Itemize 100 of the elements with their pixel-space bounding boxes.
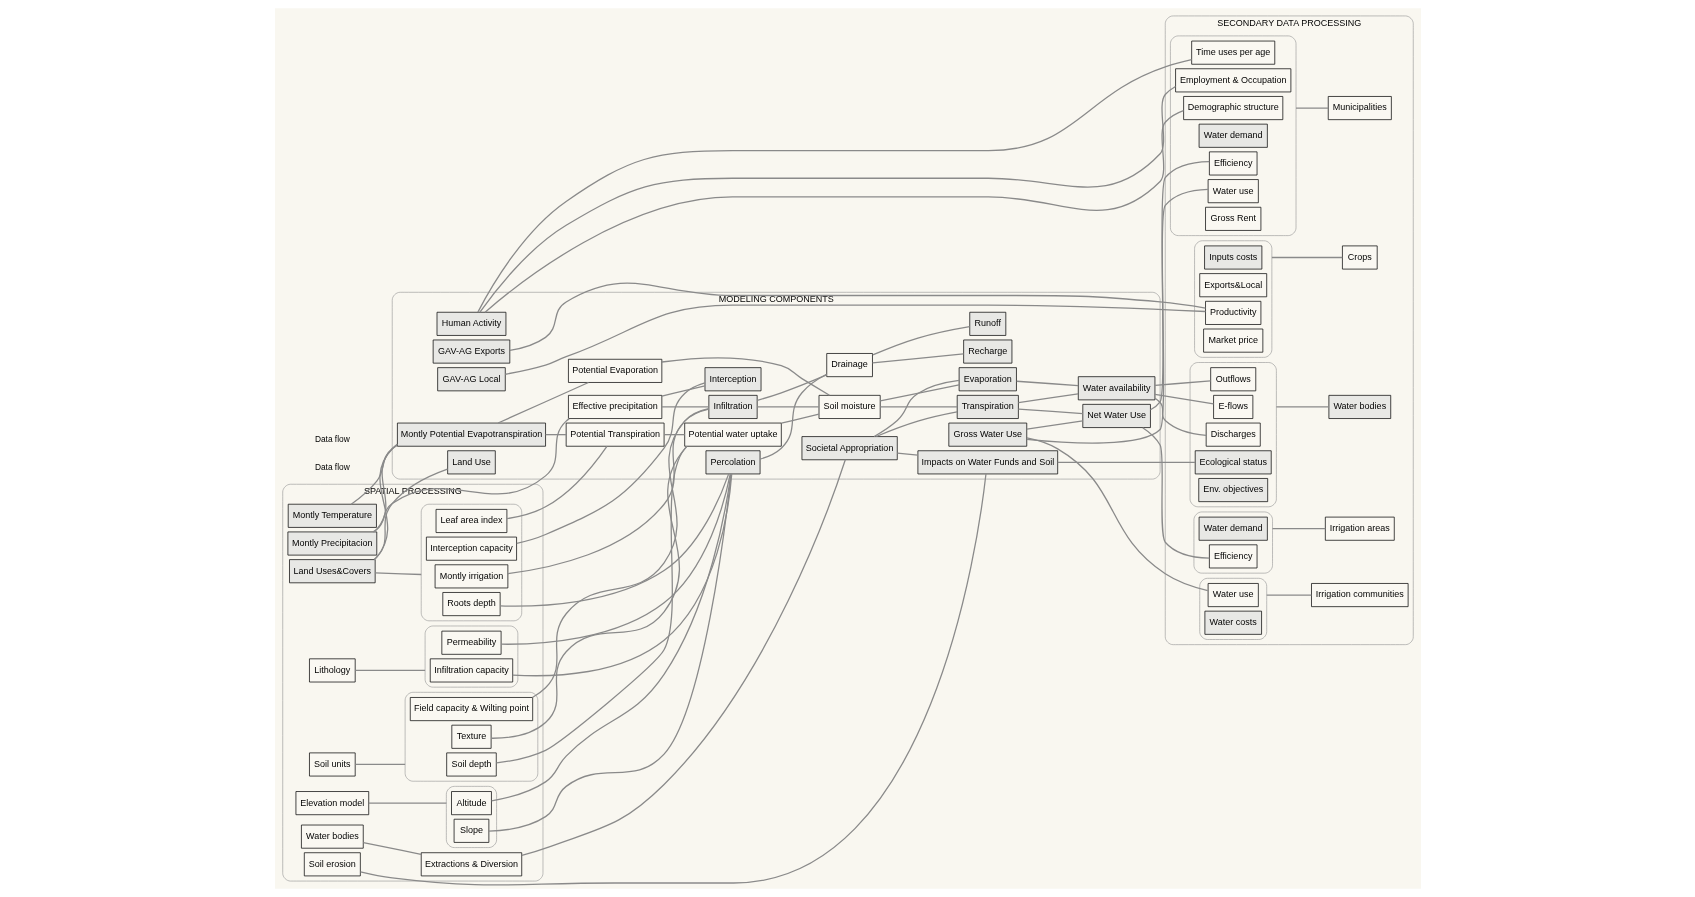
node-box: Water costs [1204, 610, 1262, 635]
connector [780, 413, 820, 424]
node-box: Productivity [1204, 300, 1261, 325]
node-box: Env. objectives [1197, 478, 1268, 503]
cluster [424, 625, 518, 688]
node-box: Interception capacity [425, 536, 517, 561]
node-box: Extractions & Diversion [420, 852, 522, 877]
node-box: Water bodies [300, 824, 364, 849]
cluster [420, 503, 522, 622]
connector [1017, 408, 1083, 415]
node-box: Evaporation [958, 367, 1017, 392]
connector [871, 325, 970, 356]
connector [1275, 406, 1329, 408]
node-box: Field capacity & Wilting point [409, 697, 533, 722]
node-box: Water availability [1077, 376, 1155, 401]
label: Data flow [314, 433, 350, 444]
connector [879, 384, 960, 402]
node-box: Employment & Occupation [1174, 68, 1291, 93]
node-box: Crops [1341, 245, 1378, 270]
connector [1294, 107, 1329, 109]
node-box: Montly irrigation [434, 564, 508, 589]
node-box: Soil moisture [818, 394, 881, 419]
node-box: GAV-AG Local [436, 367, 506, 392]
cluster [1169, 35, 1296, 236]
node-box: Potential water uptake [683, 422, 782, 447]
node-box: E-flows [1212, 394, 1253, 419]
connector [663, 434, 685, 436]
connector [367, 802, 447, 804]
connector [1265, 594, 1312, 596]
node-box: Potential Transpiration [565, 422, 664, 447]
cluster [1198, 577, 1267, 640]
node-box: Soil units [308, 752, 356, 777]
connector [660, 385, 706, 397]
connector [511, 473, 732, 677]
node-box: Infiltration [707, 394, 758, 419]
node-box: Irrigation areas [1324, 516, 1395, 541]
node-box: Inputs costs [1203, 245, 1262, 270]
node-box: Land Use [446, 450, 496, 475]
connector [354, 763, 406, 766]
node-box: Recharge [962, 339, 1012, 364]
node-box: Ecological status [1194, 450, 1272, 475]
node-box: Water demand [1198, 123, 1268, 148]
node-box: Percolation [705, 450, 760, 475]
connector [500, 473, 731, 645]
node-box: Texture [450, 724, 491, 749]
connector [374, 572, 422, 576]
connector [756, 406, 819, 408]
connector [350, 444, 398, 505]
node-box: Human Activity [436, 311, 506, 336]
node-box: Exports&Local [1198, 273, 1267, 298]
node-box: Altitude [450, 791, 492, 816]
node-box: Gross Rent [1204, 206, 1261, 231]
cluster [445, 786, 497, 848]
cluster [1193, 240, 1272, 358]
connector [506, 408, 709, 575]
node-box: Drainage [825, 353, 873, 378]
connector [660, 357, 830, 396]
connector [873, 379, 960, 438]
node-box: Montly Potential Evapotranspiration [396, 422, 546, 447]
node-box: Slope [453, 818, 489, 843]
connector [504, 304, 1206, 375]
node-box: Runoff [968, 311, 1006, 336]
connector [875, 411, 958, 438]
node-box: Potential Evaporation [567, 358, 662, 383]
connector [373, 443, 398, 561]
node-box: Irrigation communities [1310, 583, 1408, 608]
node-box: Montly Precipitacion [287, 531, 377, 556]
connector [1270, 256, 1343, 259]
node-box: Transpiration [956, 394, 1019, 419]
node-box: Interception [704, 367, 761, 392]
node-box: Roots depth [441, 592, 501, 617]
connector [373, 468, 448, 561]
node-box: Water demand [1198, 516, 1268, 541]
connector [1025, 420, 1083, 430]
node-box: Effective precipitation [567, 394, 662, 419]
connector [505, 445, 608, 520]
node-box: Time uses per age [1190, 40, 1275, 65]
connector [520, 459, 846, 857]
connector [515, 382, 706, 544]
connector [759, 373, 827, 460]
node-box: Montly Temperature [287, 503, 377, 528]
connector [1017, 393, 1079, 404]
node-box: Municipalities [1327, 96, 1392, 121]
connector [1153, 393, 1214, 405]
label: Data flow [314, 461, 350, 472]
connector [362, 842, 422, 855]
node-box: Elevation model [295, 791, 369, 816]
node-box: Lithology [308, 658, 356, 683]
node-box: Water use [1207, 583, 1259, 608]
connector [896, 452, 918, 456]
connector [1141, 427, 1210, 559]
node-box: Net Water Use [1081, 404, 1151, 428]
connector [544, 434, 567, 436]
node-box: Efficiency [1208, 151, 1257, 176]
connector [1271, 528, 1326, 530]
connector [531, 408, 709, 699]
connector [354, 669, 426, 672]
connector [1025, 188, 1209, 444]
connector [1153, 380, 1211, 386]
node-box: Demographic structure [1182, 96, 1283, 121]
